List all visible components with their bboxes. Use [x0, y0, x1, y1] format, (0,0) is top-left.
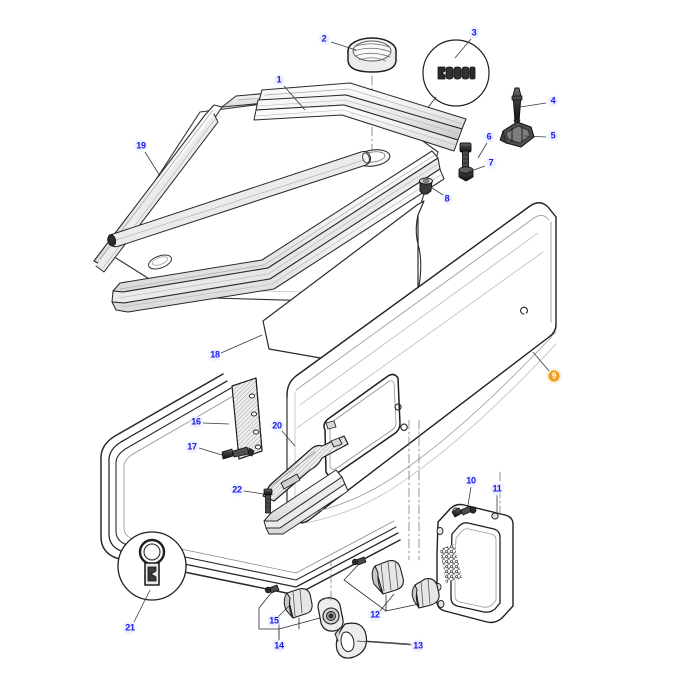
part-22-fastener-pin	[263, 488, 273, 514]
callout-label-13[interactable]: 13	[410, 639, 426, 653]
part-3-seal-section-detail	[419, 39, 490, 119]
callout-label-8[interactable]: 8	[441, 192, 453, 206]
part-11-mesh-grille-panel	[434, 503, 514, 624]
callout-label-9[interactable]: 9	[548, 370, 560, 382]
callout-label-12[interactable]: 12	[367, 608, 383, 622]
part-20-pillar-bracket	[262, 435, 349, 502]
part-15-screw-short	[258, 584, 313, 630]
leader-line-13	[356, 640, 413, 646]
part-19-tube-shape	[107, 150, 372, 248]
leader-line-4	[519, 102, 547, 108]
callout-label-16[interactable]: 16	[188, 415, 204, 429]
callout-label-11[interactable]: 11	[489, 482, 505, 496]
callout-label-2[interactable]: 2	[318, 32, 330, 46]
part-21-seal-profile-detail	[117, 531, 187, 601]
callout-label-19[interactable]: 19	[133, 139, 149, 153]
leader-line-15	[277, 605, 290, 618]
leader-line-5	[523, 135, 547, 138]
part-16-mounting-plate	[231, 377, 263, 460]
lower-seal-strip	[263, 469, 349, 535]
callout-label-10[interactable]: 10	[463, 474, 479, 488]
callout-label-5[interactable]: 5	[547, 129, 559, 143]
leader-line-10	[467, 486, 472, 506]
lower-cab-frame-seal	[100, 373, 401, 596]
leader-line-18	[220, 334, 263, 354]
leader-line-6	[477, 142, 488, 159]
part-14-catch-assembly	[278, 559, 344, 641]
part-7-nut	[458, 166, 474, 182]
leader-line-19	[144, 151, 161, 177]
leader-line-16	[202, 422, 230, 425]
callout-leader-lines	[133, 38, 550, 646]
leader-line-22	[243, 490, 265, 495]
callout-label-3[interactable]: 3	[468, 26, 480, 40]
leader-line-8	[428, 185, 444, 196]
leader-line-9	[532, 351, 550, 372]
leader-line-2	[330, 41, 357, 51]
callout-label-22[interactable]: 22	[229, 483, 245, 497]
callout-label-14[interactable]: 14	[271, 639, 287, 653]
callout-label-20[interactable]: 20	[269, 419, 285, 433]
leader-line-20	[281, 430, 296, 447]
part-8-grommet	[419, 177, 433, 195]
callout-label-6[interactable]: 6	[483, 130, 495, 144]
roof-side-seal-strip	[111, 150, 445, 313]
callout-label-7[interactable]: 7	[485, 156, 497, 170]
part-9-side-panel	[286, 202, 557, 561]
callout-label-15[interactable]: 15	[266, 614, 282, 628]
callout-label-17[interactable]: 17	[184, 440, 200, 454]
part-2-filler-cap	[347, 37, 397, 151]
roof-seal-strip	[253, 82, 467, 152]
leader-line-21	[133, 589, 151, 623]
leader-line-7	[467, 165, 486, 173]
part-10-screw	[451, 505, 477, 518]
part-13-handle	[334, 622, 411, 659]
callout-label-4[interactable]: 4	[547, 94, 559, 108]
part-5-bracket-clip	[499, 121, 535, 148]
callout-label-21[interactable]: 21	[122, 621, 138, 635]
part-12-knob-latch	[343, 556, 440, 612]
leader-line-12	[379, 593, 395, 612]
leader-line-3	[454, 38, 472, 59]
leader-line-1	[283, 85, 306, 111]
part-17-bolt	[221, 446, 255, 460]
callout-label-18[interactable]: 18	[207, 348, 223, 362]
leader-line-17	[198, 447, 223, 456]
part-6-shoulder-bolt	[459, 142, 472, 171]
callout-label-1[interactable]: 1	[273, 73, 285, 87]
